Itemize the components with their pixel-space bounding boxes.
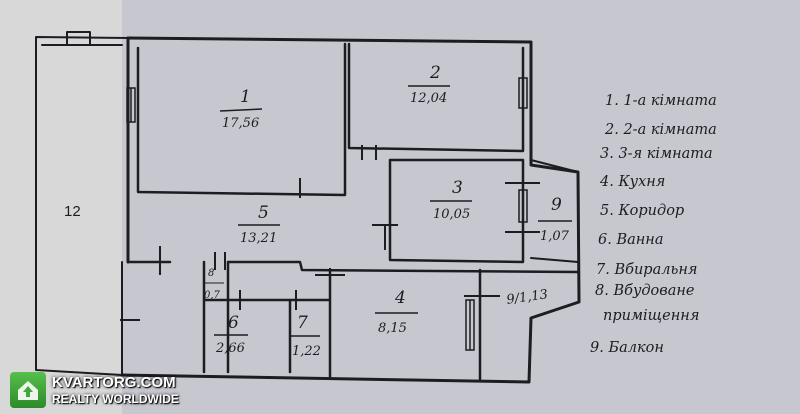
room-5-area: 13,21 — [240, 231, 277, 246]
legend-item-8: 8. Вбудоване — [595, 283, 695, 299]
watermark: KVARTORG.COM REALTY WORLDWIDE — [10, 372, 179, 408]
room-9-walls — [530, 159, 579, 263]
room-8-number: 8 — [208, 268, 214, 279]
room-1-number: 1 — [240, 87, 251, 107]
legend-item-7: 7. Вбиральня — [596, 262, 698, 278]
legend-item-5: 5. Коридор — [600, 203, 684, 219]
legend-item-9: 9. Балкон — [590, 340, 664, 356]
room-4-area: 8,15 — [378, 321, 407, 336]
room-6-number: 6 — [228, 313, 239, 333]
watermark-slogan: REALTY WORLDWIDE — [52, 392, 179, 406]
legend-item-8-cont: приміщення — [603, 308, 699, 324]
room-9-area: 1,07 — [540, 229, 570, 244]
room-1-area: 17,56 — [222, 116, 259, 131]
legend-item-1: 1. 1-а кімната — [605, 93, 717, 109]
room-3-area: 10,05 — [433, 207, 470, 222]
room-1-walls — [136, 42, 347, 197]
door-marks — [120, 145, 540, 321]
legend-item-6: 6. Ванна — [598, 232, 664, 248]
room-labels: 1 17,56 2 12,04 3 10,05 4 8,15 5 13,21 6… — [204, 63, 572, 359]
room-9a-label: 9/1,13 — [506, 287, 549, 308]
legend-item-4: 4. Кухня — [599, 174, 665, 190]
room-8-area: 0,7 — [204, 290, 221, 301]
room-9-number: 9 — [551, 195, 562, 215]
legend-item-2: 2. 2-а кімната — [604, 122, 717, 138]
room-4-number: 4 — [394, 288, 406, 308]
room-6-area: 2,66 — [215, 341, 245, 356]
outer-walls — [35, 31, 581, 384]
room-2-area: 12,04 — [410, 91, 447, 106]
room-7-area: 1,22 — [292, 344, 321, 359]
corridor-walls — [226, 260, 580, 274]
room-2-number: 2 — [429, 63, 441, 83]
balcony-label: 12 — [64, 203, 81, 220]
room-3-number: 3 — [452, 178, 463, 198]
balcony-strip — [0, 0, 122, 414]
windows — [126, 77, 528, 351]
watermark-brand: KVARTORG.COM — [52, 374, 176, 391]
house-upload-icon — [10, 372, 46, 408]
room-7-number: 7 — [297, 313, 308, 333]
room-5-number: 5 — [258, 203, 269, 223]
legend-item-3: 3. 3-я кімната — [600, 146, 713, 162]
bath-wc-walls — [202, 260, 332, 380]
legend: 1. 1-а кімната 2. 2-а кімната 3. 3-я кім… — [590, 93, 717, 356]
room-3-walls — [388, 158, 525, 264]
